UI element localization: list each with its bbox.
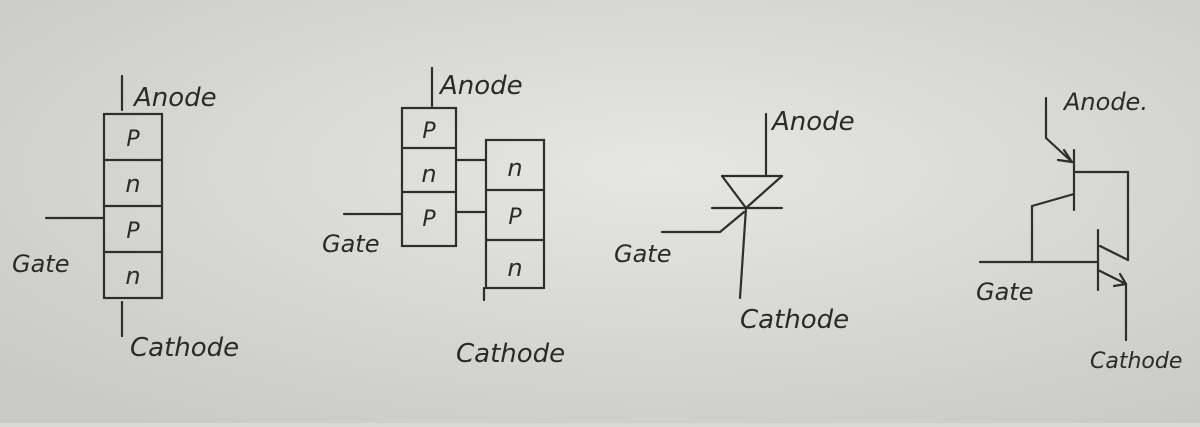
layer-label-p: P (422, 207, 436, 232)
layer-label-p: P (508, 205, 522, 230)
anode-label: Anode (132, 83, 217, 113)
cathode-label: Cathode (740, 305, 849, 335)
layer-label-n: n (507, 154, 522, 182)
triangle-left-edge (720, 174, 748, 210)
emitter-arrow (1062, 148, 1074, 164)
layer-label-n: n (421, 160, 436, 188)
anode-label: Anode (770, 107, 855, 137)
right-stack (484, 138, 546, 290)
cathode-label: Cathode (130, 333, 239, 363)
emitter-arrow (1112, 282, 1128, 288)
gate-label: Gate (976, 278, 1033, 306)
layer-label-n: n (507, 254, 522, 282)
layer-label-p: P (422, 119, 436, 144)
cathode-label: Cathode (1090, 349, 1182, 374)
gate-label: Gate (614, 240, 671, 268)
anode-label: Anode. (1062, 88, 1148, 116)
layer-label-n: n (125, 170, 140, 198)
gate-diagonal (718, 210, 746, 234)
layer-label-p: P (126, 219, 140, 244)
npn-emitter (1096, 268, 1128, 286)
two-transistor-equivalent-diagram: Anode. Gate Cathode (976, 88, 1182, 374)
npn-collector (1098, 244, 1130, 262)
gate-label: Gate (12, 250, 69, 278)
triangle-right-edge (744, 174, 784, 210)
split-pnp-npn-diagram: Anode P n P n P n Gate Cathode (322, 66, 565, 369)
pnp-collector (1030, 192, 1076, 208)
emitter-arrow (1118, 272, 1128, 286)
pnpn-four-layer-diagram: Anode P n P n Gate Cathode (12, 74, 239, 363)
layer-label-p: P (126, 127, 140, 152)
cathode-lead (738, 206, 748, 300)
left-stack (400, 106, 458, 248)
layer-label-n: n (125, 262, 140, 290)
anode-label: Anode (438, 71, 523, 101)
cathode-label: Cathode (456, 339, 565, 369)
thyristor-symbol-diagram: Anode Gate Cathode (614, 107, 855, 335)
emitter-arrow (1056, 158, 1074, 164)
pnp-emitter (1044, 136, 1074, 164)
gate-label: Gate (322, 230, 379, 258)
